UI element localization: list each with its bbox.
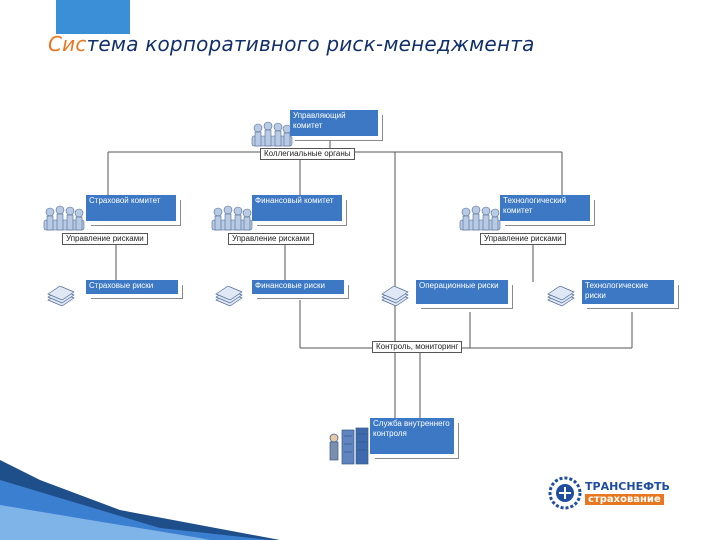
tech-risks-box: Технологические риски — [582, 280, 674, 304]
server-cabinet-icon — [329, 427, 369, 465]
insurance-committee-box: Страховой комитет — [86, 195, 176, 221]
people-group-icon — [459, 205, 501, 231]
mgmt-committee-box: Управляющий комитет — [290, 110, 378, 136]
financial-committee-box: Финансовый комитет — [252, 195, 342, 221]
title-rest: тема корпоративного риск-менеджмента — [86, 32, 535, 56]
financial-committee-text: Финансовый комитет — [255, 196, 334, 205]
insurance-committee-text: Страховой комитет — [89, 196, 161, 205]
document-stack-icon — [47, 286, 75, 307]
risk-mgmt-label: Управление рисками — [480, 233, 566, 245]
slide-title: Система корпоративного риск-менеджмента — [48, 32, 535, 56]
internal-control-box: Служба внутреннего контроля — [370, 418, 454, 454]
title-accent: Сис — [48, 32, 87, 56]
tech-committee-text: Технологический комитет — [503, 196, 567, 215]
insurance-risks-box: Страховые риски — [86, 280, 178, 294]
control-monitoring-label: Контроль, мониторинг — [372, 341, 463, 353]
collegial-bodies-label: Коллегиальные органы — [260, 148, 355, 160]
mgmt-committee-text: Управляющий комитет — [293, 111, 346, 130]
people-group-icon — [211, 205, 253, 231]
document-stack-icon — [547, 286, 575, 307]
decorative-wave — [0, 460, 280, 540]
document-stack-icon — [215, 286, 243, 307]
internal-control-text: Служба внутреннего контроля — [373, 419, 450, 438]
risk-mgmt-label: Управление рисками — [228, 233, 314, 245]
logo-name: ТРАНСНЕФТЬ — [585, 480, 670, 493]
tech-risks-text: Технологические риски — [585, 281, 649, 300]
operational-risks-text: Операционные риски — [419, 281, 499, 290]
people-group-icon — [251, 121, 293, 147]
insurance-risks-text: Страховые риски — [89, 281, 154, 290]
financial-risks-box: Финансовые риски — [252, 280, 344, 294]
corner-accent-block — [56, 0, 130, 34]
risk-mgmt-label: Управление рисками — [62, 233, 148, 245]
document-stack-icon — [381, 286, 409, 307]
tech-committee-box: Технологический комитет — [500, 195, 590, 221]
people-group-icon — [43, 205, 85, 231]
transneft-logo-icon — [548, 476, 582, 510]
operational-risks-box: Операционные риски — [416, 280, 508, 304]
logo-subtitle: страхование — [585, 494, 664, 505]
financial-risks-text: Финансовые риски — [255, 281, 325, 290]
